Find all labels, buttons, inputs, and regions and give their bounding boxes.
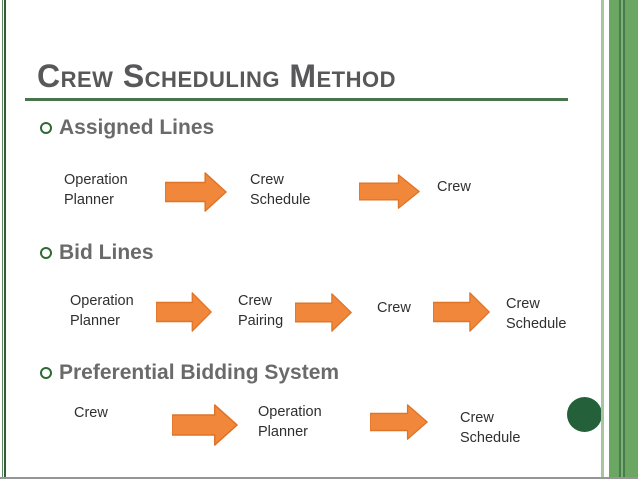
- flow-step-label: Crew: [377, 300, 411, 316]
- flow-arrow-icon: [172, 404, 238, 446]
- flow-arrow-icon: [370, 404, 428, 440]
- flow-arrow-icon: [433, 292, 490, 332]
- bullet-circle-icon: [40, 247, 52, 259]
- slide-border-left: [2, 0, 6, 479]
- flow-step-label: Crew: [437, 179, 471, 195]
- flow-step-label: Crew: [74, 405, 108, 421]
- slide-border-right-band: [609, 0, 638, 479]
- section-label: Preferential Bidding System: [59, 361, 340, 384]
- slide-bottom-rule: [0, 477, 638, 479]
- flow-step-label: Operation Planner: [258, 404, 322, 440]
- section-label: Assigned Lines: [59, 116, 215, 139]
- bullet-circle-icon: [40, 367, 52, 379]
- decorative-circle: [567, 397, 602, 432]
- flow-step-label: Crew Pairing: [238, 293, 284, 329]
- flow-step-label: Crew Schedule: [506, 296, 567, 332]
- flow-arrow-icon: [165, 172, 227, 212]
- flow-arrow-icon: [156, 292, 212, 332]
- section-label: Bid Lines: [59, 241, 154, 264]
- bullet-circle-icon: [40, 122, 52, 134]
- flow-arrow-icon: [295, 293, 352, 332]
- flow-step-label: Operation Planner: [70, 293, 134, 329]
- slide-border-right-stripe: [601, 0, 604, 479]
- title-underline: [25, 98, 568, 101]
- flow-step-label: Crew Schedule: [460, 410, 521, 446]
- section-header-preferential-bidding: Preferential Bidding System: [40, 360, 339, 386]
- flow-step-label: Crew Schedule: [250, 172, 311, 208]
- section-header-bid-lines: Bid Lines: [40, 240, 154, 266]
- slide-title: Crew Scheduling Method: [37, 58, 396, 94]
- flow-arrow-icon: [359, 174, 420, 209]
- section-header-assigned-lines: Assigned Lines: [40, 115, 214, 141]
- flow-step-label: Operation Planner: [64, 172, 128, 208]
